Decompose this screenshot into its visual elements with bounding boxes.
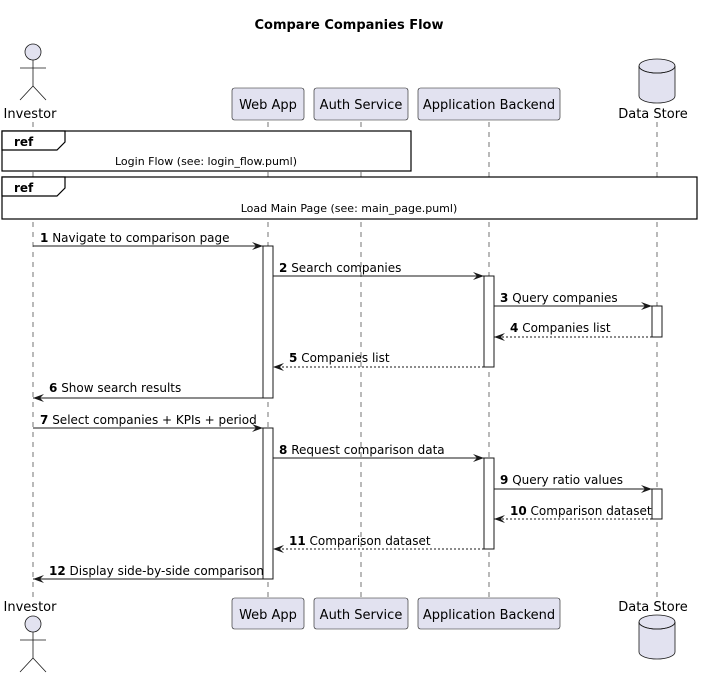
participant-label-backend: Application Backend xyxy=(423,98,555,113)
message-number: 9 xyxy=(500,473,508,487)
participant-label-datastore: Data Store xyxy=(618,600,688,615)
svg-text:8 Request comparison data: 8 Request comparison data xyxy=(279,443,445,457)
ref-text-main-page: Load Main Page (see: main_page.puml) xyxy=(241,202,458,215)
ref-header: ref xyxy=(14,181,34,195)
participant-label-backend: Application Backend xyxy=(423,608,555,623)
activation-webapp xyxy=(262,427,274,580)
message-label: Show search results xyxy=(61,381,181,395)
participant-backend-top: Application Backend xyxy=(417,87,561,121)
participant-auth-bottom: Auth Service xyxy=(313,597,409,630)
ref-frame-main-page: ref Load Main Page (see: main_page.puml) xyxy=(1,176,698,220)
message-label: Query ratio values xyxy=(512,473,623,487)
message: 5 Companies list xyxy=(273,351,484,371)
svg-text:5 Companies list: 5 Companies list xyxy=(289,351,390,365)
arrowhead xyxy=(252,424,263,432)
activation-backend xyxy=(483,457,495,550)
ref-text-login: Login Flow (see: login_flow.puml) xyxy=(115,155,297,168)
activation-datastore xyxy=(651,488,663,520)
participant-webapp-top: Web App xyxy=(231,87,305,121)
arrowhead xyxy=(494,333,505,341)
message-label: Navigate to comparison page xyxy=(52,231,229,245)
messages: 1 Navigate to comparison page 2 Search c… xyxy=(33,231,652,583)
ref-frame-login: ref Login Flow (see: login_flow.puml) xyxy=(1,130,412,172)
message-number: 8 xyxy=(279,443,287,457)
message-number: 1 xyxy=(40,231,48,245)
message-label: Comparison dataset xyxy=(531,504,652,518)
message: 10 Comparison dataset xyxy=(494,504,652,523)
arrowhead xyxy=(641,485,652,493)
svg-text:6 Show search results: 6 Show search results xyxy=(49,381,181,395)
participant-label-webapp: Web App xyxy=(239,98,297,113)
message-number: 4 xyxy=(510,321,518,335)
message: 12 Display side-by-side comparison xyxy=(33,564,264,583)
svg-text:7 Select companies + KPIs + pe: 7 Select companies + KPIs + period xyxy=(40,413,257,427)
participant-label-auth: Auth Service xyxy=(320,98,403,113)
svg-text:10 Comparison dataset: 10 Comparison dataset xyxy=(510,504,652,518)
actor-investor-top: Investor xyxy=(4,43,58,122)
message-label: Companies list xyxy=(522,321,611,335)
participant-label-investor: Investor xyxy=(4,600,58,615)
message-number: 2 xyxy=(279,261,287,275)
message-number: 7 xyxy=(40,413,48,427)
activation-backend xyxy=(483,275,495,368)
message-number: 3 xyxy=(500,291,508,305)
message: 11 Comparison dataset xyxy=(273,534,484,553)
arrowhead xyxy=(473,454,484,462)
participant-label-investor: Investor xyxy=(4,107,58,122)
arrowhead xyxy=(252,242,263,250)
message: 1 Navigate to comparison page xyxy=(33,231,263,250)
arrowhead xyxy=(33,575,44,583)
message-number: 6 xyxy=(49,381,57,395)
message: 7 Select companies + KPIs + period xyxy=(33,413,263,432)
message-label: Search companies xyxy=(291,261,401,275)
activation-webapp xyxy=(262,245,274,399)
participant-label-datastore: Data Store xyxy=(618,107,688,122)
arrowhead xyxy=(273,545,284,553)
message: 2 Search companies xyxy=(273,261,484,280)
message-number: 5 xyxy=(289,351,297,365)
message: 4 Companies list xyxy=(494,321,652,341)
database-datastore-bottom: Data Store xyxy=(618,600,688,660)
activation-datastore xyxy=(651,305,663,338)
participant-webapp-bottom: Web App xyxy=(231,597,305,630)
svg-text:4 Companies list: 4 Companies list xyxy=(510,321,611,335)
participant-label-auth: Auth Service xyxy=(320,608,403,623)
ref-header: ref xyxy=(14,135,34,149)
message: 6 Show search results xyxy=(33,381,263,402)
participant-backend-bottom: Application Backend xyxy=(417,597,561,630)
svg-text:11 Comparison dataset: 11 Comparison dataset xyxy=(289,534,431,548)
message-number: 12 xyxy=(49,564,66,578)
database-datastore-top: Data Store xyxy=(618,58,688,122)
arrowhead xyxy=(641,302,652,310)
message-label: Display side-by-side comparison xyxy=(70,564,264,578)
svg-text:9 Query ratio values: 9 Query ratio values xyxy=(500,473,623,487)
message-label: Request comparison data xyxy=(291,443,444,457)
message: 9 Query ratio values xyxy=(494,473,652,493)
message-label: Companies list xyxy=(301,351,390,365)
message-number: 11 xyxy=(289,534,306,548)
message: 8 Request comparison data xyxy=(273,443,484,462)
diagram-title: Compare Companies Flow xyxy=(254,18,443,33)
arrowhead xyxy=(33,394,44,402)
actor-investor-bottom: Investor xyxy=(4,600,58,673)
participant-auth-top: Auth Service xyxy=(313,87,409,121)
message-number: 10 xyxy=(510,504,527,518)
participant-label-webapp: Web App xyxy=(239,608,297,623)
svg-text:12 Display side-by-side compar: 12 Display side-by-side comparison xyxy=(49,564,264,578)
message-label: Comparison dataset xyxy=(310,534,431,548)
arrowhead xyxy=(473,272,484,280)
arrowhead xyxy=(494,515,505,523)
svg-text:2 Search companies: 2 Search companies xyxy=(279,261,401,275)
svg-text:1 Navigate to comparison page: 1 Navigate to comparison page xyxy=(40,231,230,245)
message-label: Query companies xyxy=(512,291,617,305)
message-label: Select companies + KPIs + period xyxy=(52,413,257,427)
message: 3 Query companies xyxy=(494,291,652,310)
arrowhead xyxy=(273,363,284,371)
svg-text:3 Query companies: 3 Query companies xyxy=(500,291,618,305)
